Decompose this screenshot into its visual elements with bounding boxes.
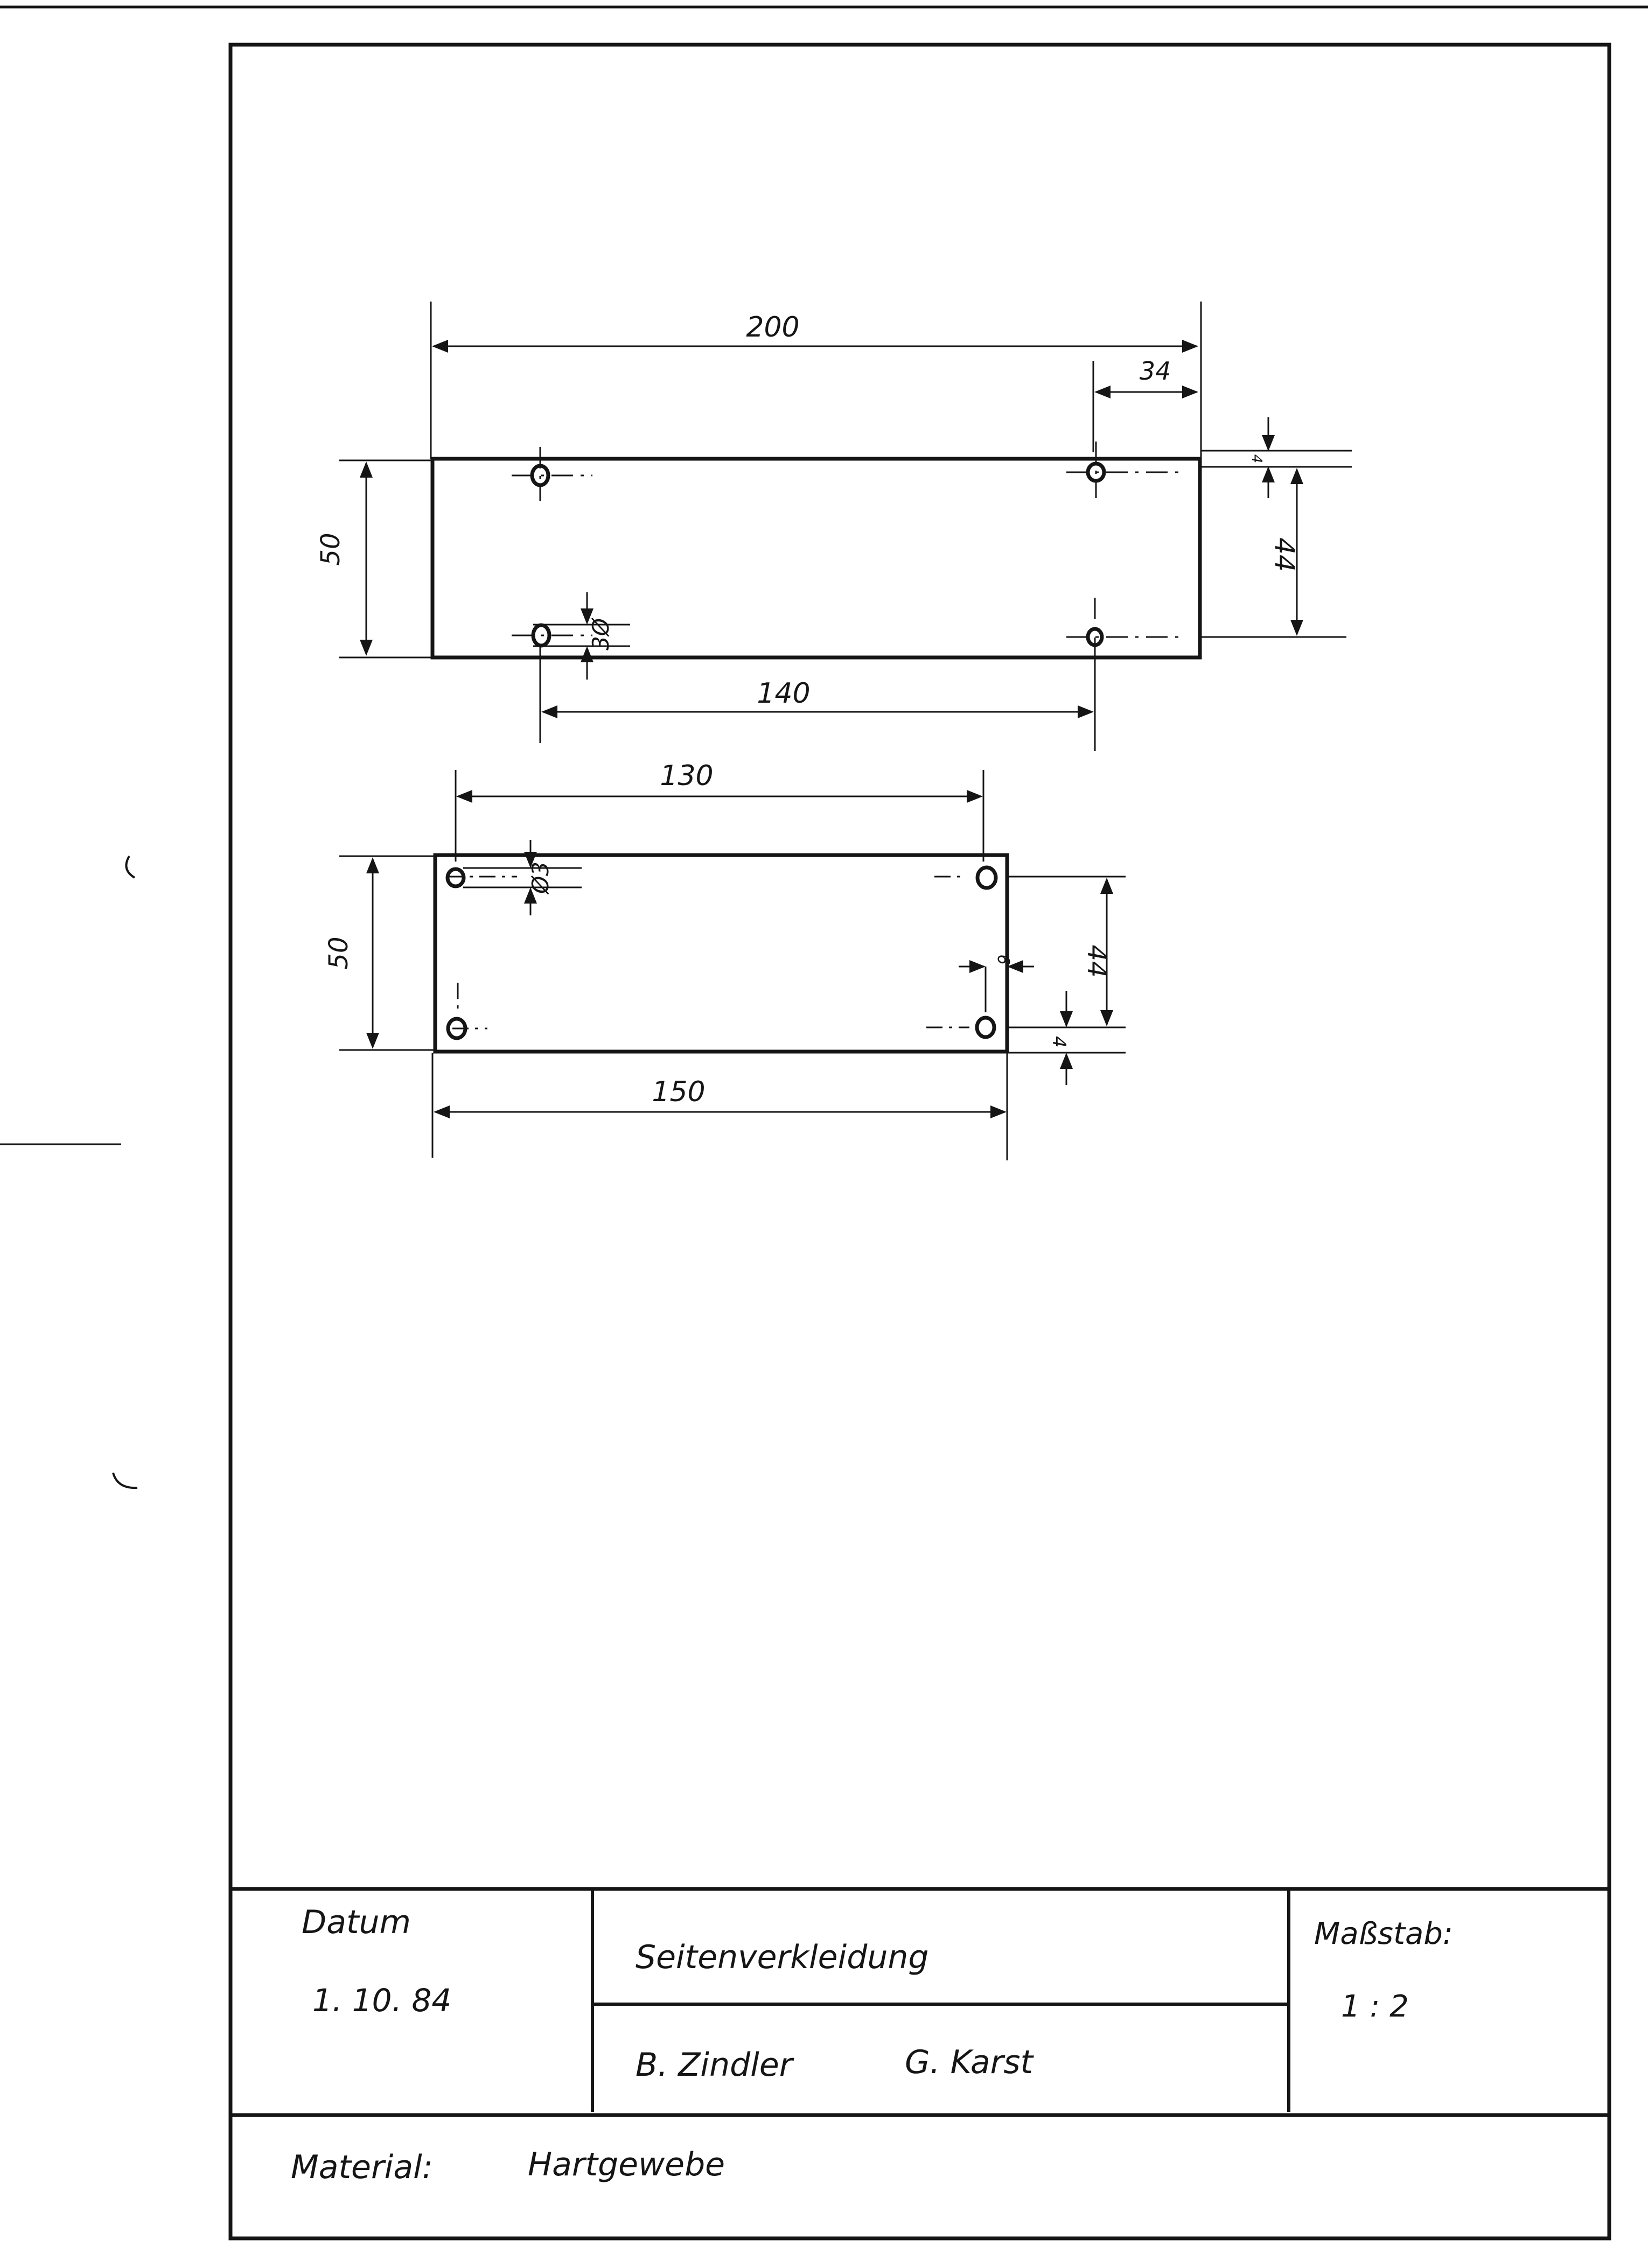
part-1-outline (430, 457, 1202, 660)
scale-value: 1 : 2 (1341, 1989, 1409, 2024)
part-2-view: 130 50 Ø3 44 6 4 150 (324, 760, 1126, 1160)
margin-mark (112, 1472, 138, 1489)
drawing-frame (228, 43, 1611, 2241)
dimension-lines (360, 340, 1303, 718)
dim-hole-diameter: Ø3 (527, 862, 554, 895)
hole (975, 865, 998, 890)
part-title: Seitenverkleidung (636, 1938, 928, 1976)
extension-lines (339, 302, 1352, 751)
material-label: Material: (291, 2148, 433, 2186)
dim-pitch-44: 44 (1269, 537, 1300, 572)
dim-pitch-140: 140 (757, 677, 810, 710)
dim-hole-diameter: 3Ø (588, 618, 614, 650)
dim-length-200: 200 (746, 311, 799, 344)
author-2: G. Karst (905, 2043, 1035, 2081)
dim-pitch-130: 130 (660, 760, 713, 792)
dim-offset-34: 34 (1140, 356, 1171, 386)
dimension-lines (366, 790, 1113, 1118)
dim-edge-4: 4 (1048, 1036, 1070, 1048)
hole (975, 1016, 996, 1039)
dim-height-50: 50 (316, 533, 346, 565)
dim-height-50: 50 (324, 936, 354, 969)
dim-edge-4: 4 (1248, 454, 1265, 464)
material-value: Hartgewebe (528, 2146, 725, 2183)
hole (530, 464, 550, 487)
date-label: Datum (302, 1903, 411, 1941)
center-lines (447, 876, 987, 1030)
title-block: Datum 1. 10. 84 Seitenverkleidung B. Zin… (231, 1887, 1609, 2186)
scale-label: Maßstab: (1314, 1916, 1453, 1951)
margin-mark (125, 855, 136, 879)
dim-edge-6: 6 (994, 954, 1012, 964)
extension-lines (339, 770, 1126, 1160)
dim-length-150: 150 (652, 1076, 705, 1108)
part-1-view: 200 34 50 44 4 3Ø 140 (316, 302, 1352, 751)
date-value: 1. 10. 84 (312, 1982, 451, 2019)
author-1: B. Zindler (636, 2046, 794, 2084)
hole (445, 867, 466, 888)
part-2-outline (433, 853, 1009, 1054)
dim-pitch-44: 44 (1081, 944, 1112, 977)
